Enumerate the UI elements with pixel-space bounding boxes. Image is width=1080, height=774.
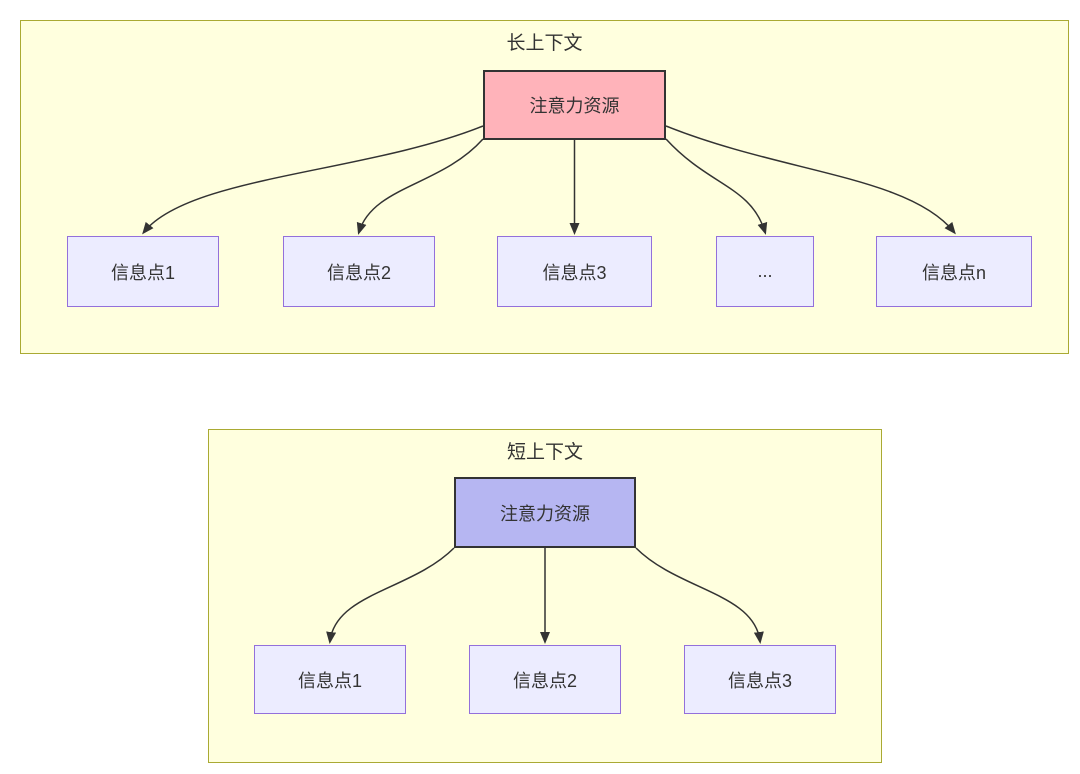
edge-attention-to-info3-short: [635, 547, 764, 644]
info-point-node-3-short: 信息点3: [684, 645, 836, 714]
edge-attention-to-info2: [356, 138, 484, 235]
info-point-node-2-long: 信息点2: [283, 236, 435, 307]
info-point-node-2-short: 信息点2: [469, 645, 621, 714]
edge-attention-to-ellipsis: [665, 138, 768, 235]
attention-resource-node-short: 注意力资源: [454, 477, 636, 548]
short-context-title: 短上下文: [506, 442, 583, 463]
edge-attention-to-infon: [665, 125, 956, 235]
info-point-node-1-short: 信息点1: [254, 645, 406, 714]
attention-resource-node-long: 注意力资源: [483, 70, 666, 140]
long-context-title: 长上下文: [506, 33, 583, 54]
info-point-node-ellipsis-long: ...: [716, 236, 814, 307]
info-point-node-n-long: 信息点n: [876, 236, 1032, 307]
edge-attention-to-info1-short: [326, 547, 455, 644]
info-point-node-1-long: 信息点1: [67, 236, 219, 307]
edge-attention-to-info1: [142, 125, 484, 235]
long-context-panel: 长上下文 注意力资源 信息点1 信息点2 信息点3 ... 信息点n: [20, 20, 1069, 354]
info-point-node-3-long: 信息点3: [497, 236, 652, 307]
short-context-panel: 短上下文 注意力资源 信息点1 信息点2 信息点3: [208, 429, 882, 763]
